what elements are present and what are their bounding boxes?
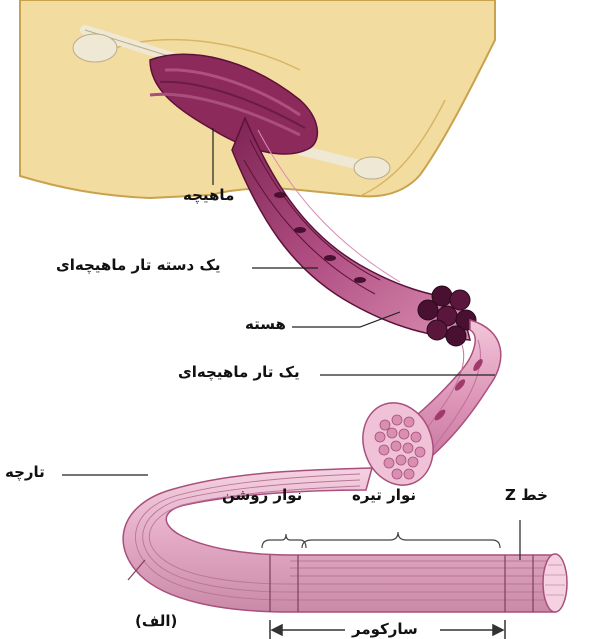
label-fiber-bundle: یک دسته تار ماهیچه‌ای [56, 258, 220, 273]
label-dark-band: نوار تیره [352, 488, 416, 503]
label-z-line: خط Z [505, 488, 548, 503]
band-brackets [262, 532, 500, 548]
label-muscle-fiber: یک تار ماهیچه‌ای [178, 365, 300, 380]
label-light-band: نوار روشن [222, 488, 302, 503]
label-nucleus: هسته [245, 317, 286, 332]
label-figure-tag: (الف) [135, 614, 177, 629]
label-muscle: ماهیچه [183, 188, 234, 203]
label-sarcomere: سارکومر [352, 622, 418, 637]
label-myofibril: تارچه [5, 465, 45, 480]
